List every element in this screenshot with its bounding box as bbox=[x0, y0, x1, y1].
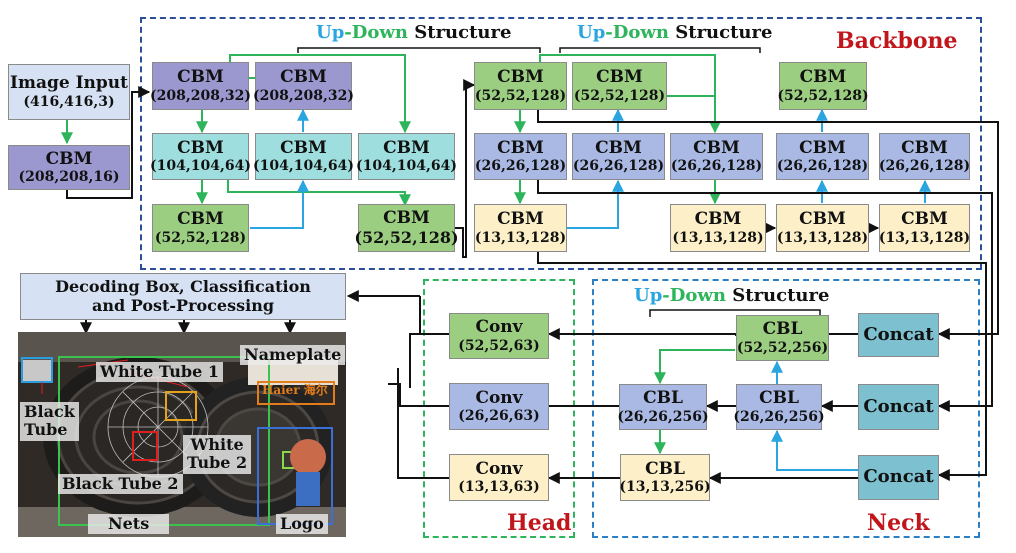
cbm-block-b5: CBM(104,104,64) bbox=[356, 133, 457, 180]
conv-block-2: Conv(26,26,63) bbox=[449, 383, 549, 430]
black-tube-2-label: Black Tube 2 bbox=[58, 474, 183, 495]
cbm-block-d5: CBM(26,26,128) bbox=[879, 133, 970, 180]
concat-block-1: Concat bbox=[858, 313, 939, 357]
cbm-block-e2: CBM(13,13,128) bbox=[670, 204, 766, 252]
cbm-block-b1: CBM(208,208,32) bbox=[150, 62, 251, 110]
cbm-block-d4: CBM(26,26,128) bbox=[776, 133, 869, 180]
head-title: Head bbox=[507, 510, 572, 536]
cbm-block-c3: CBM(52,52,128) bbox=[777, 62, 869, 110]
image-input-block: Image Input (416,416,3) bbox=[8, 64, 130, 120]
cbl-block-4: CBL(13,13,256) bbox=[619, 454, 711, 501]
conv-block-1: Conv(52,52,63) bbox=[449, 313, 549, 359]
concat-block-2: Concat bbox=[858, 384, 939, 430]
cbm-block-e4: CBM(13,13,128) bbox=[879, 204, 970, 252]
updown-label-2: Up-Down Structure bbox=[577, 22, 773, 43]
cbm-block-e3: CBM(13,13,128) bbox=[776, 204, 869, 252]
cbl-block-1: CBL(52,52,256) bbox=[736, 315, 829, 361]
decoding-box-block: Decoding Box, Classification and Post-Pr… bbox=[20, 273, 346, 320]
cbm-block-d3: CBM(26,26,128) bbox=[670, 133, 763, 180]
cbm-block-b6: CBM(52,52,128) bbox=[152, 204, 249, 252]
logo-label: Logo bbox=[276, 514, 328, 535]
cbm-block-b4: CBM(104,104,64) bbox=[253, 133, 354, 180]
brand-logo-text: Haier 海尔 bbox=[262, 383, 328, 397]
cbm-block-b3: CBM(104,104,64) bbox=[150, 133, 251, 180]
cbm-block-c2: CBM(52,52,128) bbox=[572, 62, 667, 110]
cbm-input-block: CBM(208,208,16) bbox=[8, 145, 130, 190]
backbone-title: Backbone bbox=[836, 28, 958, 54]
updown-label-1: Up-Down Structure bbox=[316, 22, 512, 43]
cbm-block-b7: CBM(52,52,128) bbox=[354, 204, 459, 252]
white-tube-1-label: White Tube 1 bbox=[96, 362, 223, 383]
updown-label-3: Up-Down Structure bbox=[634, 285, 830, 306]
cbm-block-e1: CBM(13,13,128) bbox=[474, 204, 567, 252]
conv-block-3: Conv(13,13,63) bbox=[449, 454, 549, 501]
concat-block-3: Concat bbox=[858, 455, 939, 500]
cbm-block-d1: CBM(26,26,128) bbox=[474, 133, 567, 180]
nameplate-label: Nameplate bbox=[240, 345, 346, 366]
cbm-block-b2: CBM(208,208,32) bbox=[253, 62, 354, 110]
cbm-block-c1: CBM(52,52,128) bbox=[474, 62, 567, 110]
cbl-block-2: CBL(26,26,256) bbox=[617, 384, 709, 430]
nets-label: Nets bbox=[88, 514, 170, 535]
cbl-block-3: CBL(26,26,256) bbox=[733, 384, 825, 430]
neck-title: Neck bbox=[867, 510, 930, 536]
cbm-block-d2: CBM(26,26,128) bbox=[572, 133, 665, 180]
